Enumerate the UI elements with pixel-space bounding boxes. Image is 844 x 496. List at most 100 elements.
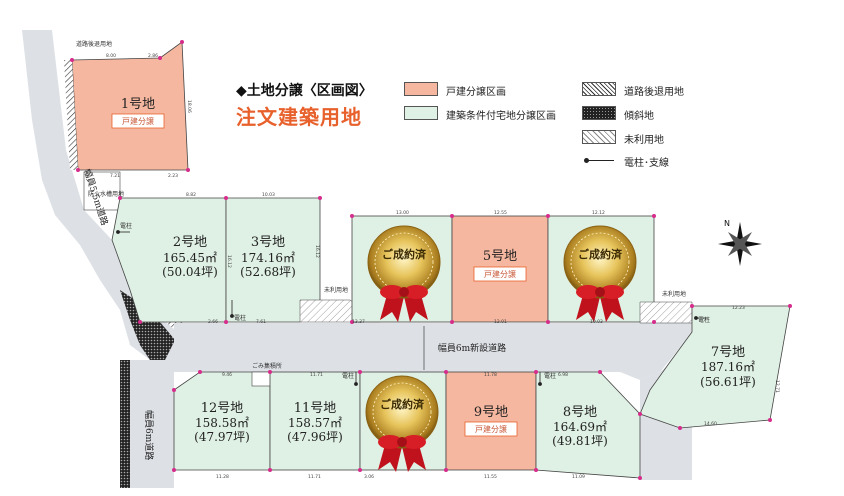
lot-1-name: 1号地: [121, 97, 155, 112]
lot-1-badge-box: [111, 113, 165, 129]
legend-label-setback: 道路後退用地: [624, 87, 684, 98]
dimensions: 8.00 2.86 18.06 7.21 2.23 8.82 10.03 2.6…: [106, 53, 780, 480]
svg-text:2.23: 2.23: [168, 173, 178, 179]
lot-9-badge: 戸建分譲: [475, 424, 507, 434]
lot-2-tsubo: (50.04坪): [162, 265, 218, 279]
svg-text:8.00: 8.00: [106, 53, 116, 59]
legend-swatch-detached: [404, 82, 438, 96]
lot-11-name: 11号地: [294, 401, 337, 416]
legend-swatch-setback: [582, 82, 616, 96]
lot-9[interactable]: [445, 371, 537, 471]
new-road: [174, 323, 692, 380]
svg-text:12.55: 12.55: [494, 210, 507, 216]
lot-2-name: 2号地: [173, 235, 207, 250]
svg-text:11.09: 11.09: [572, 474, 585, 480]
svg-text:11.71: 11.71: [310, 372, 323, 378]
svg-text:2.86: 2.86: [148, 53, 158, 59]
svg-text:11.78: 11.78: [484, 372, 497, 378]
svg-text:6.98: 6.98: [558, 372, 568, 378]
west-slope: [120, 290, 175, 360]
pole-note-e: 電柱: [698, 316, 710, 324]
legend-swatch-slope: [582, 106, 616, 120]
lot-9-name: 9号地: [474, 405, 508, 420]
svg-text:16.12: 16.12: [226, 255, 232, 268]
pole-icons: [116, 230, 708, 386]
lot-3-tsubo: (52.68坪): [240, 265, 296, 279]
sold-medallion-lot-4: ご成約済: [367, 225, 441, 322]
svg-text:9.46: 9.46: [222, 372, 232, 378]
lot-8[interactable]: [535, 371, 641, 479]
svg-text:14.60: 14.60: [704, 421, 717, 427]
sold-medallion-lot-10: ご成約済: [365, 375, 439, 472]
unused-strip-b: [639, 301, 693, 324]
garbage-box: [251, 371, 273, 387]
lot-9-badge-box: [464, 421, 518, 437]
garbage-note: ごみ集積所: [252, 362, 282, 370]
sold-medallion-lot-6: ご成約済: [563, 225, 637, 322]
legend-label-detached: 戸建分譲区画: [446, 87, 506, 98]
lot-11-tsubo: (47.96坪): [287, 430, 343, 444]
svg-text:ご成約済: ご成約済: [382, 247, 427, 261]
legend-swatch-conditional: [404, 106, 438, 120]
north-arrow-icon: N: [718, 219, 762, 266]
svg-text:16.12: 16.12: [314, 245, 320, 258]
svg-text:ご成約済: ご成約済: [380, 397, 425, 411]
setback-note: 道路後退用地: [76, 40, 112, 48]
legend-swatch-unused: [582, 130, 616, 144]
lot-5-badge: 戸建分譲: [484, 269, 516, 279]
lot-7-area: 187.16㎡: [701, 360, 755, 374]
pole-note-b: 電柱: [234, 314, 246, 322]
fire-tank-plot: [83, 171, 121, 211]
lot-3-area: 174.16㎡: [241, 251, 295, 265]
fire-tank-note: 防火水槽用地: [88, 190, 124, 198]
svg-text:N: N: [724, 219, 730, 228]
svg-text:3.06: 3.06: [364, 474, 374, 480]
svg-text:ご成約済: ご成約済: [578, 247, 623, 261]
lot-1-badge: 戸建分譲: [122, 116, 154, 126]
svg-text:2.66: 2.66: [208, 319, 218, 325]
pole-note-c: 電柱: [342, 372, 354, 380]
svg-text:10.03: 10.03: [262, 192, 275, 198]
new-road-label: 幅員6m新設道路: [438, 342, 506, 354]
lot-12-name: 12号地: [201, 401, 244, 416]
svg-text:13.00: 13.00: [396, 210, 409, 216]
legend-title: ◆土地分譲〈区画図〉: [236, 83, 373, 99]
lot-8-tsubo: (49.81坪): [552, 434, 608, 448]
legend-pole-dot: [584, 158, 589, 163]
lot-12-tsubo: (47.97坪): [194, 430, 250, 444]
lot-11[interactable]: [269, 371, 361, 471]
svg-text:11.71: 11.71: [308, 474, 321, 480]
lot-11-area: 158.57㎡: [288, 416, 342, 430]
svg-text:8.82: 8.82: [186, 192, 196, 198]
svg-text:11.55: 11.55: [484, 474, 497, 480]
lot-8-area: 164.69㎡: [553, 420, 607, 434]
lot-7-name: 7号地: [711, 345, 745, 360]
lot-12-area: 158.58㎡: [195, 416, 249, 430]
svg-text:7.61: 7.61: [256, 319, 266, 325]
svg-text:12.01: 12.01: [494, 319, 507, 325]
svg-text:13.37: 13.37: [352, 319, 365, 325]
pole-note-d: 電柱: [544, 372, 556, 380]
svg-text:10.03: 10.03: [590, 319, 603, 325]
lot-5-badge-box: [473, 266, 527, 282]
south-slope: [120, 360, 130, 488]
west-road: [22, 30, 185, 360]
lot-2-area: 165.45㎡: [163, 251, 217, 265]
legend-label-conditional: 建築条件付宅地分譲区画: [446, 111, 556, 122]
legend-label-slope: 傾斜地: [624, 111, 654, 122]
unused-note-b: 未利用地: [662, 290, 686, 298]
svg-text:12.23: 12.23: [732, 305, 745, 311]
south-road: [128, 360, 174, 488]
legend-subtitle: 注文建築用地: [236, 105, 362, 129]
svg-text:7.21: 7.21: [110, 173, 120, 179]
svg-text:11.28: 11.28: [216, 474, 229, 480]
svg-text:18.06: 18.06: [186, 100, 192, 113]
unused-note-a: 未利用地: [324, 286, 348, 294]
lot-3-name: 3号地: [251, 235, 285, 250]
svg-text:12.12: 12.12: [592, 210, 605, 216]
legend-pole-icon: [586, 160, 614, 161]
legend-label-unused: 未利用地: [624, 135, 664, 146]
svg-text:12.71: 12.71: [774, 380, 780, 393]
lot-1-setback: [64, 60, 78, 170]
